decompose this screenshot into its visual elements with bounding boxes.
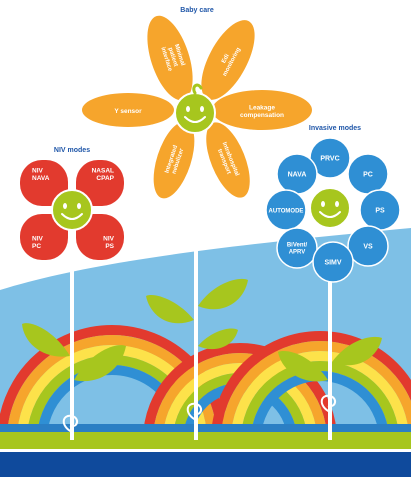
invasive-petal-label: PC	[363, 172, 373, 179]
baby-care-petal-label: Y sensor	[114, 108, 142, 115]
invasive-smiley-icon	[319, 201, 341, 218]
invasive-petal	[347, 225, 389, 267]
baby-care-leaf-left	[146, 295, 194, 324]
baby-care-smiley-icon	[184, 106, 206, 123]
invasive-petals: PRVC NAVA PC AUTOMODE PS BiVent/APRV VS SIMV	[265, 137, 401, 283]
baby-care-petal	[147, 15, 193, 101]
baby-care-petal	[153, 121, 195, 199]
invasive-petal-label: PS	[375, 208, 385, 215]
invasive-flower: PRVC NAVA PC AUTOMODE PS BiVent/APRV VS SIMV In…	[265, 125, 401, 440]
invasive-leaf-left	[278, 351, 328, 382]
rainbow-band	[221, 341, 411, 441]
rainbow-band	[231, 351, 409, 441]
baby-care-stem	[194, 134, 198, 440]
baby-care-leaf-low	[198, 328, 238, 350]
niv-curl	[62, 414, 78, 433]
baby-care-curl	[186, 402, 202, 421]
invasive-petal	[312, 241, 354, 283]
baby-care-leaf-right	[198, 278, 248, 310]
baby-care-petal	[206, 122, 250, 198]
rainbow-band	[153, 353, 327, 441]
niv-modes-title: NIV modes	[54, 147, 90, 154]
invasive-center	[309, 187, 351, 229]
invasive-curl	[320, 394, 336, 413]
rainbow-band	[211, 331, 411, 441]
baby-care-flower: Baby care Minimalpatientinterface Edimon…	[82, 7, 312, 440]
grass-strip	[0, 432, 411, 450]
invasive-petal-label: BiVent/APRV	[287, 243, 308, 256]
invasive-modes-title: Invasive modes	[309, 125, 361, 132]
baby-care-petal	[201, 20, 255, 100]
baby-care-petal	[82, 93, 174, 127]
ground-strip	[0, 452, 411, 477]
invasive-petal-label: PRVC	[320, 156, 339, 163]
baby-care-petal	[212, 90, 312, 130]
invasive-petal-label: NAVA	[288, 172, 307, 179]
invasive-stem	[328, 260, 332, 440]
niv-smiley-icon	[61, 203, 83, 220]
baby-care-center	[174, 92, 216, 134]
invasive-petal-label: AUTOMODE	[269, 209, 304, 215]
invasive-petal	[276, 227, 318, 269]
ground-line	[0, 449, 411, 452]
niv-leaf-right	[74, 345, 126, 382]
niv-leaf-left	[22, 323, 70, 357]
niv-center	[51, 189, 93, 231]
invasive-petal	[265, 189, 307, 231]
invasive-leaf-right	[332, 336, 382, 366]
baby-care-curl-top	[192, 83, 203, 95]
invasive-petal-label: VS	[363, 244, 373, 251]
water-strip	[0, 424, 411, 434]
rainbow-band	[241, 361, 399, 441]
niv-stem	[70, 230, 74, 440]
baby-care-title: Baby care	[180, 7, 214, 14]
invasive-petal-label: SIMV	[324, 260, 341, 267]
